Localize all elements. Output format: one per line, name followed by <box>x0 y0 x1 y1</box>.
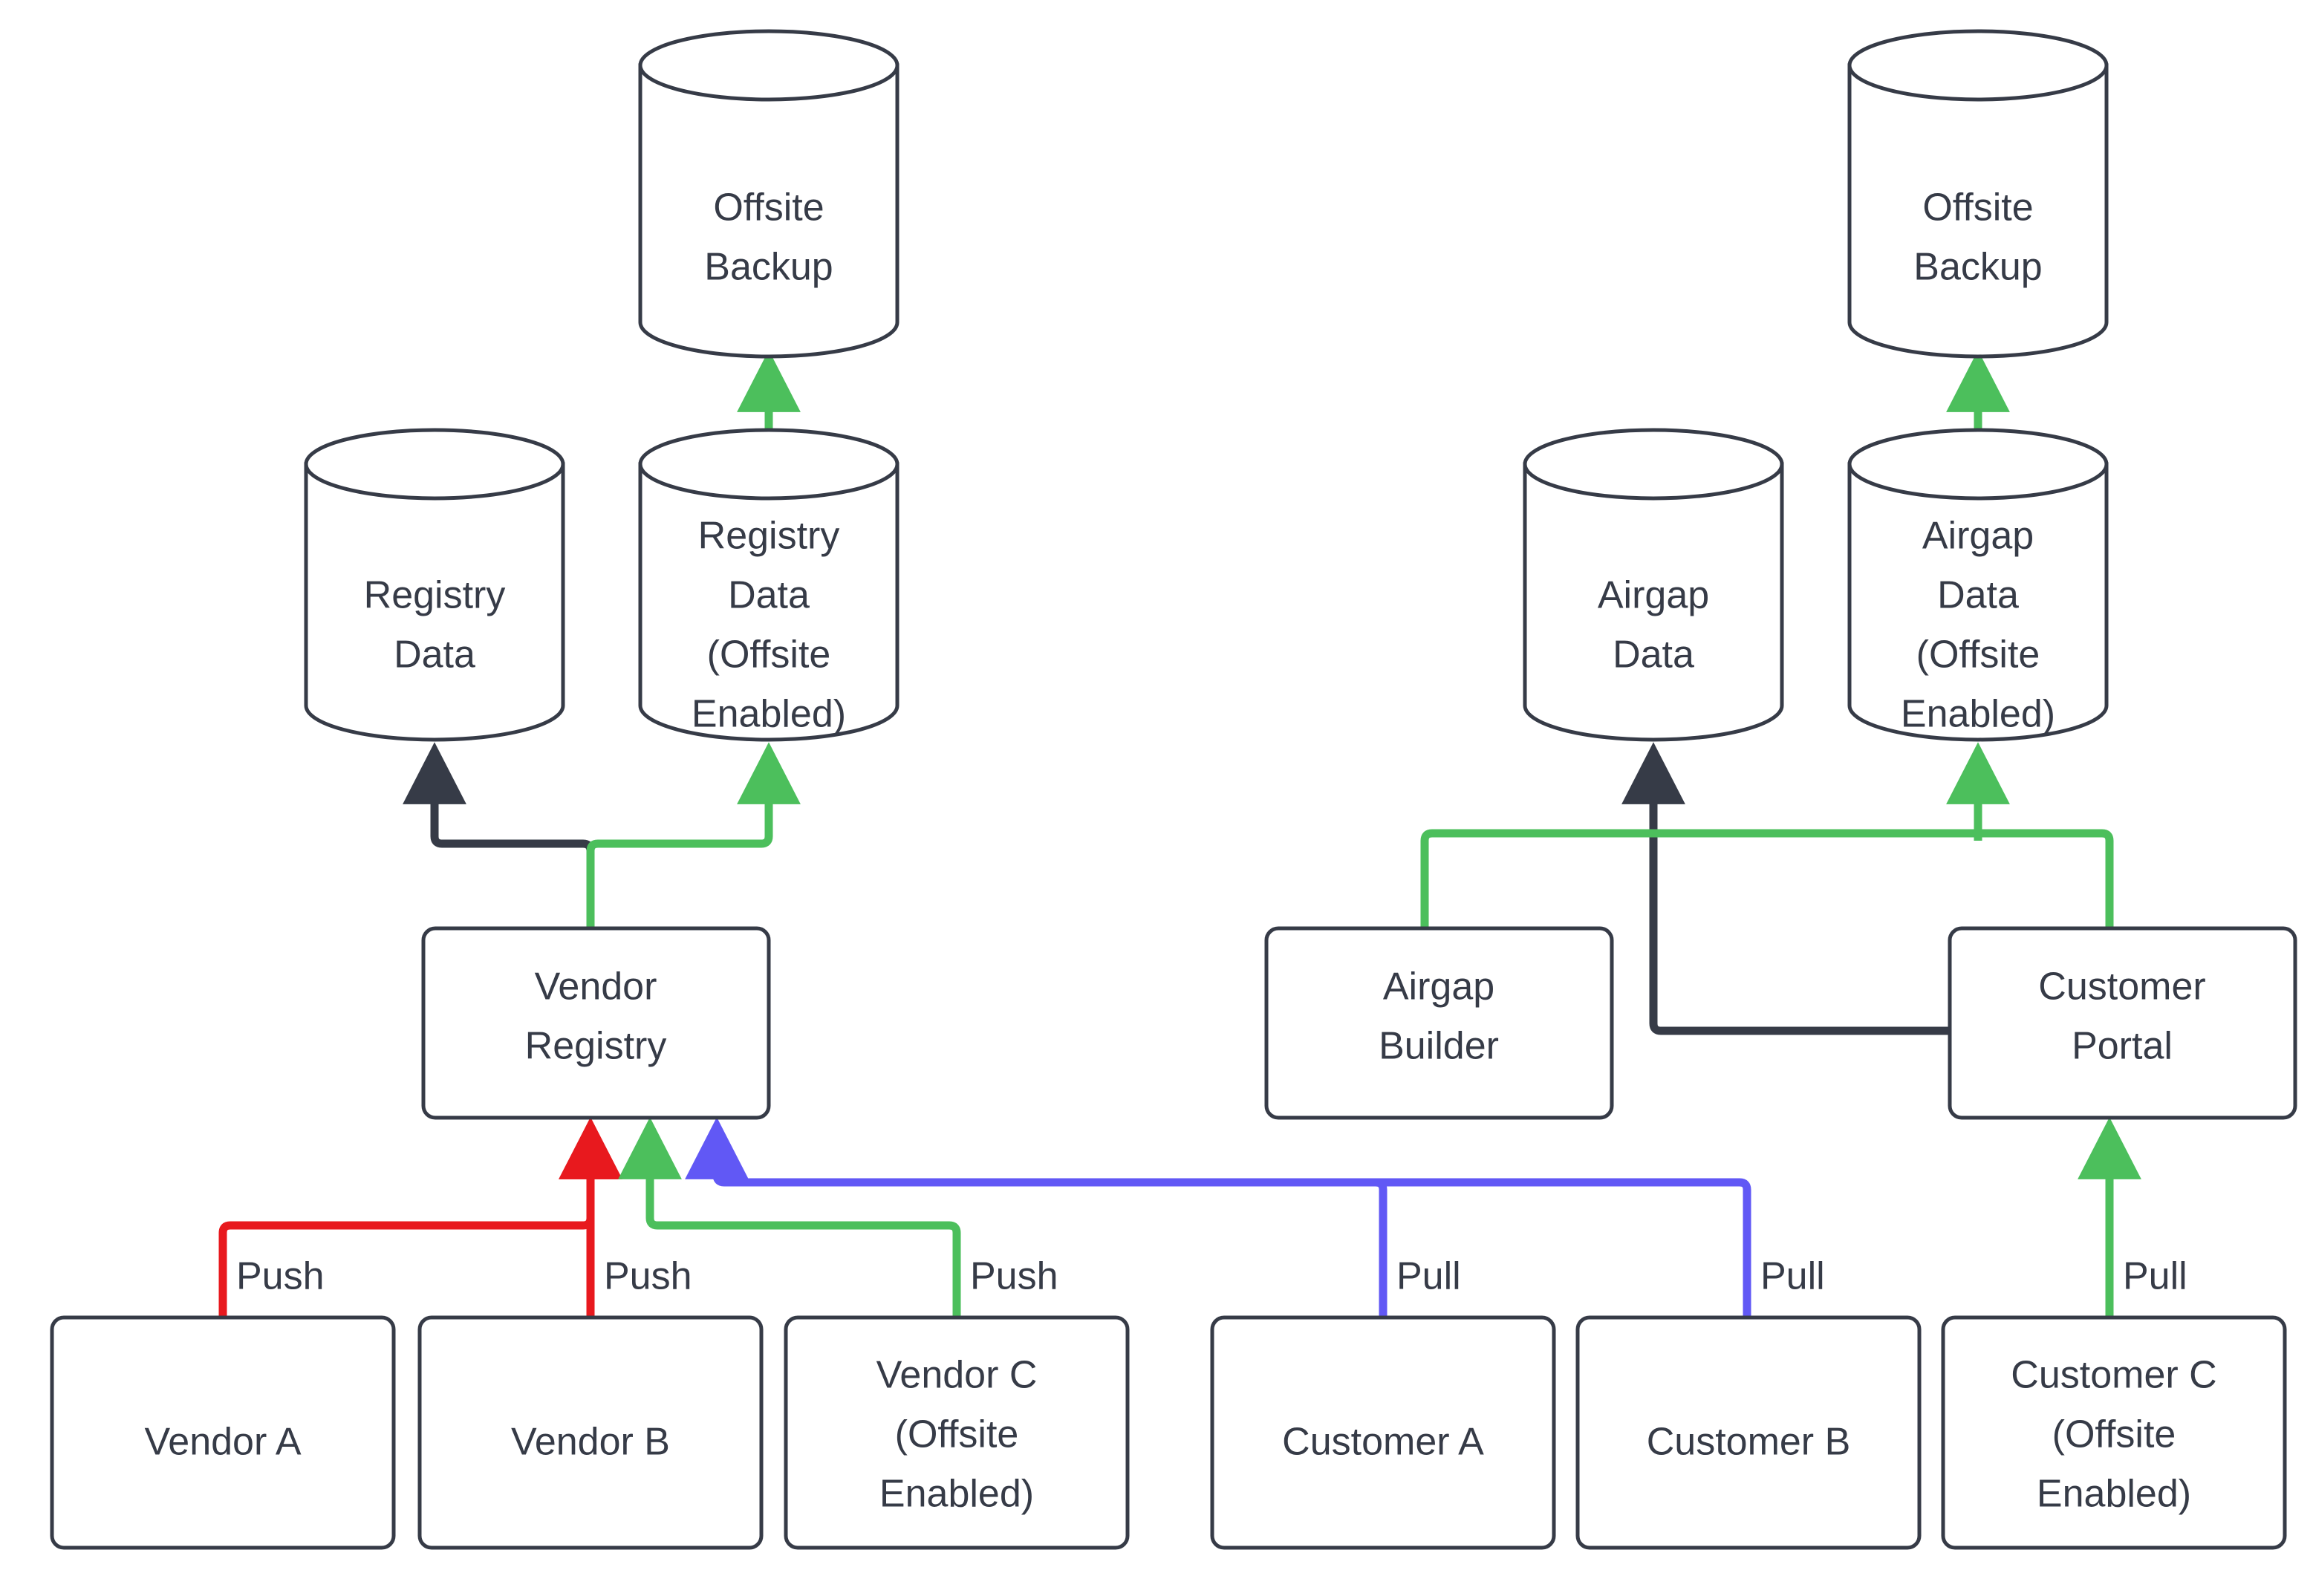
node-label-line: (Offsite <box>2052 1413 2176 1456</box>
node-registry-data-offsite[interactable]: Registry Data (Offsite Enabled) <box>638 428 900 742</box>
node-offsite-backup-right[interactable]: Offsite Backup <box>1847 29 2109 359</box>
edge-airgap-builder-to-airgap-data-offsite <box>1420 829 1978 928</box>
node-label-line: Vendor A <box>144 1421 301 1464</box>
edge-pull-trunk-to-registry <box>685 1117 749 1187</box>
node-label-line: Data <box>728 574 810 617</box>
node-label-line: Enabled) <box>879 1473 1034 1516</box>
node-label-line: Data <box>1613 633 1694 677</box>
node-label-line: Registry <box>364 574 506 617</box>
node-label-line: Airgap <box>1922 515 2034 558</box>
edge-registry-to-registry-data-offsite <box>586 742 801 928</box>
node-label-line: Vendor <box>535 965 657 1009</box>
node-label-line: Registry <box>525 1025 667 1068</box>
edge-portal-to-airgap-data <box>1621 742 1953 1035</box>
node-label-line: Offsite <box>713 186 824 229</box>
edge-label-push-b: Push <box>604 1255 692 1298</box>
node-label-line: Backup <box>1913 246 2042 289</box>
edge-registry-to-registry-data <box>403 742 595 928</box>
edge-label-pull-a: Pull <box>1396 1255 1461 1298</box>
node-airgap-data-offsite[interactable]: Airgap Data (Offsite Enabled) <box>1847 428 2109 742</box>
edge-customer-b-to-registry <box>724 1178 1751 1317</box>
node-label-line: Airgap <box>1383 965 1494 1009</box>
node-label-line: (Offsite <box>895 1413 1019 1456</box>
edge-label-pull-b: Pull <box>1760 1255 1825 1298</box>
node-vendor-registry[interactable]: Vendor Registry <box>421 926 771 1120</box>
edge-portal-to-airgap-data-offsite <box>1978 829 2114 928</box>
node-vendor-a[interactable]: Vendor A <box>50 1315 396 1550</box>
node-customer-portal[interactable]: Customer Portal <box>1948 926 2297 1120</box>
edge-label-push-c: Push <box>970 1255 1058 1298</box>
node-airgap-data[interactable]: Airgap Data <box>1523 428 1784 742</box>
node-label-line: Builder <box>1379 1025 1499 1068</box>
node-vendor-b[interactable]: Vendor B <box>417 1315 764 1550</box>
node-label-line: (Offsite <box>1916 633 2040 677</box>
node-label-line: Backup <box>704 246 833 289</box>
node-customer-a[interactable]: Customer A <box>1210 1315 1556 1550</box>
node-label-line: Portal <box>2072 1025 2173 1068</box>
node-customer-b[interactable]: Customer B <box>1575 1315 1922 1550</box>
node-airgap-builder[interactable]: Airgap Builder <box>1264 926 1614 1120</box>
node-label-line: Vendor C <box>876 1354 1038 1397</box>
node-label-line: Customer C <box>2011 1354 2216 1397</box>
edge-label-pull-c: Pull <box>2123 1255 2187 1298</box>
node-offsite-backup-left[interactable]: Offsite Backup <box>638 29 900 359</box>
edge-label-push-a: Push <box>236 1255 325 1298</box>
node-label-line: Offsite <box>1922 186 2033 229</box>
node-label-line: Data <box>1937 574 2019 617</box>
node-label-line: Vendor B <box>511 1421 670 1464</box>
node-label-line: Customer <box>2038 965 2205 1009</box>
node-label-line: Airgap <box>1598 574 1709 617</box>
node-label-line: Registry <box>698 515 840 558</box>
node-label-line: Enabled) <box>1901 693 2055 736</box>
node-customer-c[interactable]: Customer C (Offsite Enabled) <box>1941 1315 2287 1550</box>
node-vendor-c[interactable]: Vendor C (Offsite Enabled) <box>784 1315 1130 1550</box>
node-label-line: Customer A <box>1282 1421 1484 1464</box>
node-label-line: (Offsite <box>707 633 831 677</box>
edge-vendor-c-to-registry <box>618 1117 961 1317</box>
node-label-line: Data <box>394 633 475 677</box>
node-registry-data[interactable]: Registry Data <box>304 428 565 742</box>
node-label-line: Enabled) <box>692 693 846 736</box>
node-label-line: Customer B <box>1647 1421 1851 1464</box>
edge-labels-layer: Push Push Push Pull Pull Pull <box>236 1255 2187 1298</box>
node-label-line: Enabled) <box>2037 1473 2191 1516</box>
